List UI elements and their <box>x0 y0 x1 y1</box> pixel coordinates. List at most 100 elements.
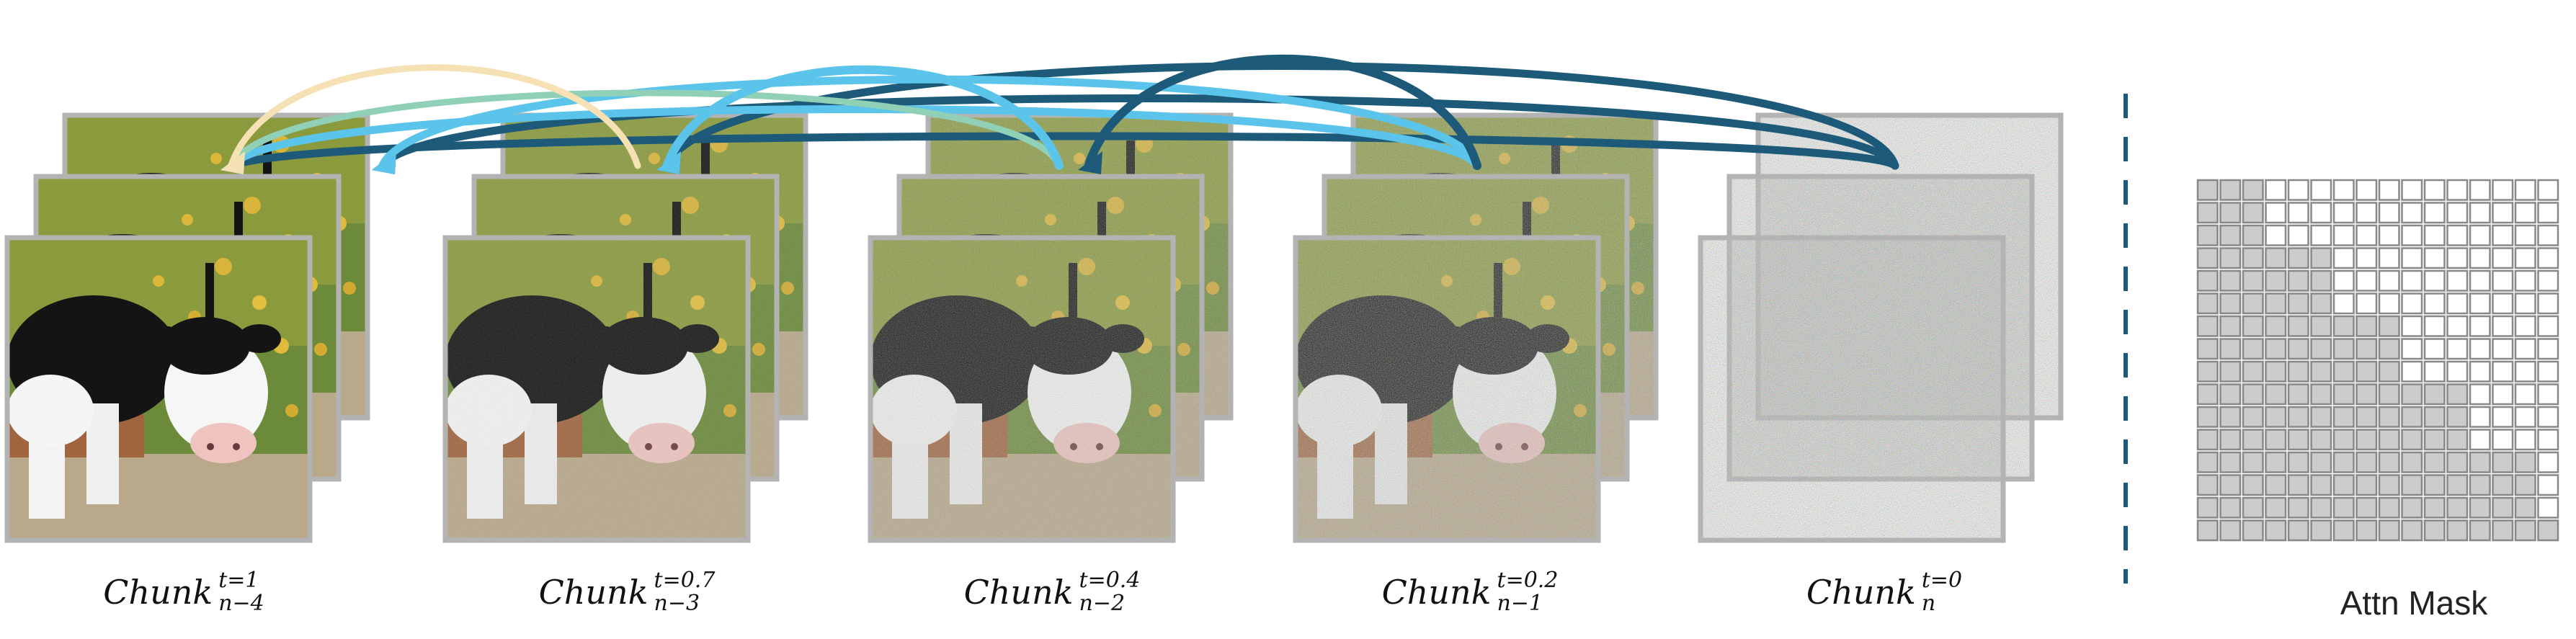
mask-cell <box>2196 496 2219 519</box>
chunk-name: Chunk <box>963 573 1074 612</box>
mask-cell <box>2514 406 2536 428</box>
mask-cell <box>2242 315 2264 337</box>
mask-cell <box>2492 202 2514 224</box>
mask-cell <box>2423 429 2446 451</box>
video-frame <box>1293 235 1601 543</box>
mask-cell <box>2242 451 2264 473</box>
mask-cell <box>2196 406 2219 428</box>
arrow-head <box>1078 151 1102 174</box>
mask-cell <box>2310 315 2332 337</box>
mask-cell <box>2514 338 2536 360</box>
mask-cell <box>2423 179 2446 201</box>
mask-cell <box>2332 451 2355 473</box>
mask-cell <box>2242 269 2264 292</box>
mask-cell <box>2401 406 2423 428</box>
mask-cell <box>2469 406 2491 428</box>
mask-cell <box>2287 247 2309 269</box>
mask-cell <box>2423 496 2446 519</box>
mask-cell <box>2401 202 2423 224</box>
mask-cell <box>2287 474 2309 496</box>
mask-cell <box>2196 519 2219 542</box>
mask-cell <box>2242 496 2264 519</box>
mask-cell <box>2265 202 2287 224</box>
mask-cell <box>2310 383 2332 406</box>
mask-cell <box>2537 292 2559 315</box>
mask-cell <box>2492 474 2514 496</box>
mask-cell <box>2423 474 2446 496</box>
mask-cell <box>2537 202 2559 224</box>
mask-cell <box>2469 338 2491 360</box>
mask-cell <box>2310 292 2332 315</box>
mask-cell <box>2469 292 2491 315</box>
mask-cell <box>2332 406 2355 428</box>
mask-cell <box>2492 224 2514 246</box>
video-frame <box>1698 235 2006 543</box>
mask-cell <box>2356 179 2378 201</box>
mask-cell <box>2219 429 2242 451</box>
mask-cell <box>2265 519 2287 542</box>
attention-arrow-1 <box>226 132 1899 171</box>
mask-cell <box>2242 202 2264 224</box>
mask-cell <box>2310 406 2332 428</box>
mask-cell <box>2469 224 2491 246</box>
mask-cell <box>2310 224 2332 246</box>
mask-cell <box>2265 474 2287 496</box>
mask-cell <box>2446 360 2469 383</box>
mask-cell <box>2492 519 2514 542</box>
attention-arrow-6 <box>1084 54 1481 171</box>
mask-cell <box>2378 269 2400 292</box>
mask-cell <box>2514 315 2536 337</box>
mask-cell <box>2423 383 2446 406</box>
mask-cell <box>2446 269 2469 292</box>
mask-cell <box>2356 292 2378 315</box>
mask-cell <box>2310 519 2332 542</box>
chunk-stack-3 <box>868 112 1234 543</box>
chunk-timestep: t=0.4 <box>1079 568 1141 593</box>
chunk-stack-5 <box>1698 112 2064 543</box>
mask-cell <box>2378 406 2400 428</box>
mask-cell <box>2537 360 2559 383</box>
mask-cell <box>2378 179 2400 201</box>
chunk-name: Chunk <box>103 573 213 612</box>
mask-cell <box>2265 429 2287 451</box>
mask-cell <box>2423 224 2446 246</box>
mask-cell <box>2196 474 2219 496</box>
mask-cell <box>2423 360 2446 383</box>
mask-cell <box>2287 406 2309 428</box>
mask-cell <box>2514 269 2536 292</box>
mask-cell <box>2332 224 2355 246</box>
mask-cell <box>2219 406 2242 428</box>
chunk-timestep: t=0 <box>1921 568 1963 593</box>
chunk-name: Chunk <box>1806 573 1916 612</box>
mask-cell <box>2537 315 2559 337</box>
mask-cell <box>2401 360 2423 383</box>
mask-cell <box>2446 383 2469 406</box>
attention-arrow-3 <box>662 62 1899 171</box>
mask-cell <box>2446 247 2469 269</box>
mask-cell <box>2401 429 2423 451</box>
mask-cell <box>2219 474 2242 496</box>
mask-cell <box>2492 315 2514 337</box>
mask-cell <box>2446 474 2469 496</box>
mask-cell <box>2356 406 2378 428</box>
mask-cell <box>2492 179 2514 201</box>
mask-cell <box>2265 451 2287 473</box>
mask-cell <box>2287 338 2309 360</box>
mask-cell <box>2514 474 2536 496</box>
mask-cell <box>2310 269 2332 292</box>
mask-cell <box>2446 179 2469 201</box>
chunk-name: Chunk <box>1381 573 1492 612</box>
mask-cell <box>2492 451 2514 473</box>
mask-cell <box>2514 383 2536 406</box>
mask-cell <box>2378 224 2400 246</box>
mask-cell <box>2356 496 2378 519</box>
mask-cell <box>2310 429 2332 451</box>
chunk-timestep: t=1 <box>218 568 259 593</box>
mask-cell <box>2219 179 2242 201</box>
mask-cell <box>2219 383 2242 406</box>
mask-cell <box>2401 247 2423 269</box>
mask-cell <box>2265 360 2287 383</box>
mask-cell <box>2401 224 2423 246</box>
